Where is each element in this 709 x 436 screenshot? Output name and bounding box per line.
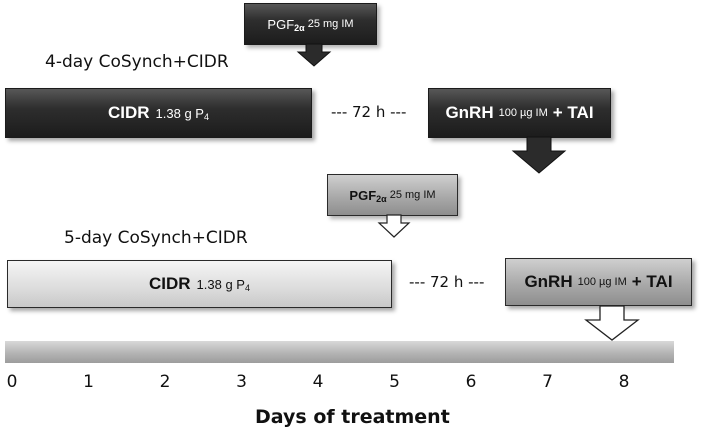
protocol-2-pgf-callout: PGF 2α 25 mg IM — [327, 174, 458, 216]
protocol-1-pgf-dose: 25 mg IM — [307, 18, 354, 30]
protocol-1-gnrh-label: GnRH — [445, 103, 494, 122]
day-tick-3: 3 — [236, 372, 247, 392]
protocol-2-gnrh-arrow-icon — [584, 305, 640, 341]
protocol-1-cidr-bar: CIDR 1.38 g P 4 — [5, 88, 312, 138]
protocol-2-gnrh-label: GnRH — [524, 272, 573, 291]
protocol-2-pgf-label: PGF — [349, 187, 377, 203]
day-tick-8: 8 — [618, 372, 630, 392]
day-tick-0: 0 — [6, 372, 18, 392]
protocol-2-pgf-sub: 2α — [376, 194, 387, 204]
protocol-1-pgf-label: PGF — [267, 16, 295, 32]
timeline-ticks: 0 1 2 3 4 5 6 7 8 — [0, 372, 709, 396]
protocol-2-cidr-label: CIDR — [148, 274, 191, 293]
protocol-1-interval: --- 72 h --- — [331, 103, 407, 121]
timeline-axis-strip — [5, 341, 674, 363]
protocol-1-cidr-label: CIDR — [107, 103, 150, 122]
protocol-2-title: 5-day CoSynch+CIDR — [64, 228, 248, 248]
protocol-1-title: 4-day CoSynch+CIDR — [45, 52, 229, 72]
protocol-1-pgf-sub: 2α — [294, 23, 305, 33]
protocol-1-gnrh-bar: GnRH 100 µg IM + TAI — [428, 88, 611, 138]
protocol-1-pgf-arrow-icon — [296, 43, 332, 67]
protocol-2-gnrh-dose: 100 µg IM — [577, 276, 627, 288]
day-tick-1: 1 — [83, 372, 94, 392]
protocol-1-gnrh-tai: + TAI — [552, 103, 594, 122]
day-tick-2: 2 — [159, 372, 171, 392]
protocol-1-gnrh-dose: 100 µg IM — [498, 107, 548, 119]
protocol-2-cidr-dose: 1.38 g P — [196, 276, 245, 292]
protocol-2-pgf-arrow-icon — [377, 214, 411, 238]
day-tick-5: 5 — [389, 372, 400, 392]
protocol-1-cidr-dose: 1.38 g P — [155, 105, 204, 121]
day-tick-6: 6 — [465, 372, 477, 392]
protocol-1-gnrh-arrow-icon — [511, 136, 567, 174]
protocol-1-cidr-sub: 4 — [203, 112, 209, 122]
protocol-2-gnrh-bar: GnRH 100 µg IM + TAI — [505, 258, 692, 306]
protocol-1-pgf-callout: PGF 2α 25 mg IM — [244, 3, 377, 45]
axis-label: Days of treatment — [255, 406, 450, 428]
day-tick-4: 4 — [312, 372, 324, 392]
protocol-2-pgf-dose: 25 mg IM — [389, 189, 436, 201]
protocol-2-cidr-bar: CIDR 1.38 g P 4 — [7, 260, 392, 308]
day-tick-7: 7 — [542, 372, 553, 392]
protocol-2-gnrh-tai: + TAI — [631, 272, 673, 291]
protocol-2-cidr-sub: 4 — [244, 283, 250, 293]
protocol-2-interval: --- 72 h --- — [409, 273, 485, 291]
